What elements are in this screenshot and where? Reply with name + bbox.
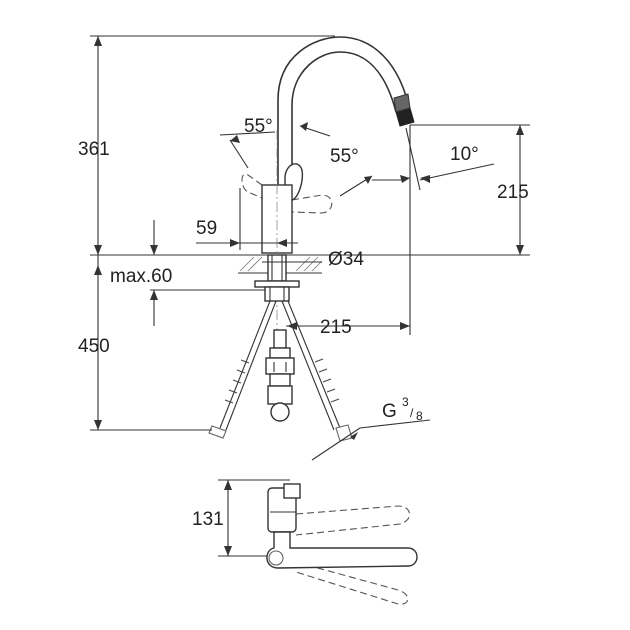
counter-thickness-label: max.60 xyxy=(110,266,172,287)
spout-reach-label: 215 xyxy=(320,317,352,338)
plan-depth-label: 131 xyxy=(192,509,224,530)
plan-view xyxy=(218,479,418,605)
lever-offset-label: 59 xyxy=(196,218,217,239)
spout-tilt-label: 10° xyxy=(450,144,479,165)
svg-text:G: G xyxy=(382,401,397,422)
lever-angle-right-label: 55° xyxy=(330,146,359,167)
hole-diameter-label: Ø34 xyxy=(328,249,364,270)
connection-thread-label: G 3 / 8 xyxy=(382,395,423,423)
lever-angle-left-label: 55° xyxy=(244,116,273,137)
lever-range-ghosts xyxy=(241,173,333,214)
total-height-label: 361 xyxy=(78,139,110,160)
spout xyxy=(277,36,415,185)
below-counter-label: 450 xyxy=(78,336,110,357)
svg-text:8: 8 xyxy=(416,409,423,423)
supply-hoses xyxy=(208,300,353,442)
dimension-lines xyxy=(90,35,530,461)
outlet-height-label: 215 xyxy=(497,182,529,203)
svg-text:3: 3 xyxy=(402,395,409,409)
dimension-labels: 361 450 55° 55° 10° 215 59 max.60 Ø34 21… xyxy=(78,116,529,530)
svg-text:/: / xyxy=(410,406,414,420)
